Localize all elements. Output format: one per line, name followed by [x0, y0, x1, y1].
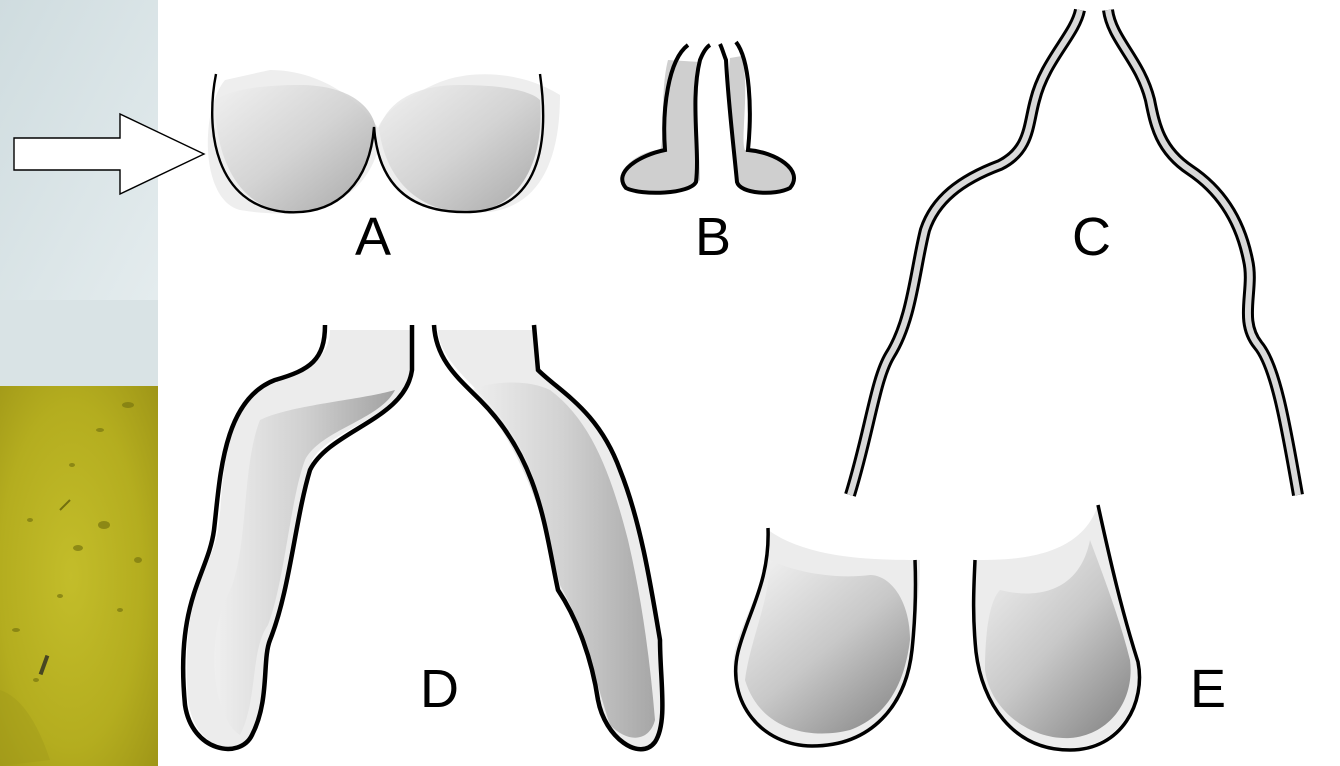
left-sidebar: [0, 0, 158, 766]
panel-label-b: B: [695, 207, 731, 267]
panel-label-c: C: [1072, 207, 1111, 267]
panel-a-shape: [208, 70, 560, 213]
panel-b-shape: [620, 42, 794, 193]
panel-label-e: E: [1190, 659, 1226, 719]
panel-label-d: D: [420, 659, 459, 719]
panel-e-shape: [733, 505, 1139, 750]
sidebar-middle-block: [0, 300, 158, 386]
panel-label-a: A: [355, 207, 391, 267]
